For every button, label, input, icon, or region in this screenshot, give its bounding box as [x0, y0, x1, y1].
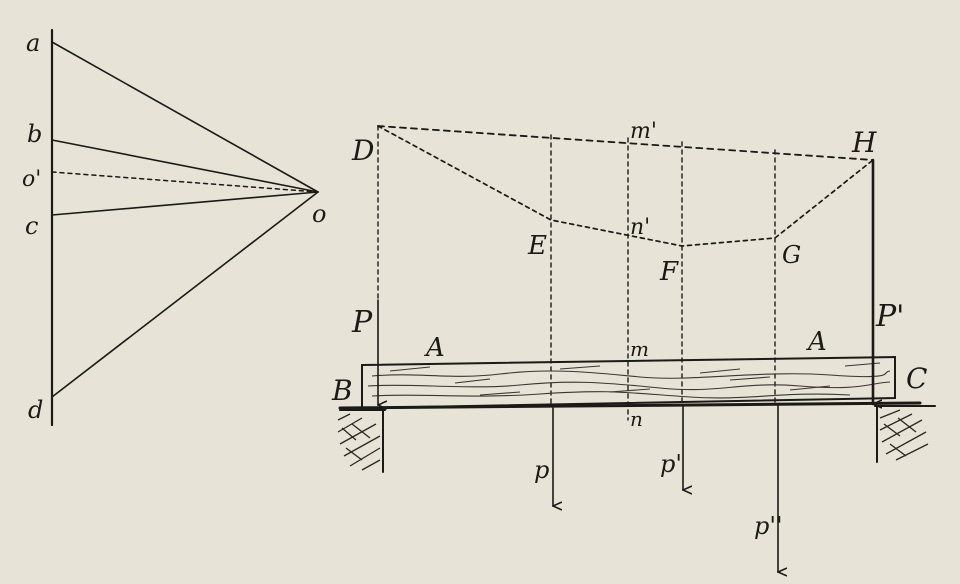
ray-a-o — [51, 41, 319, 193]
ray-c-o — [51, 191, 319, 216]
label-o-prime: o' — [22, 167, 41, 192]
label-p: p — [534, 456, 549, 484]
label-A-left: A — [424, 333, 445, 363]
reactions: P P' — [351, 158, 904, 405]
label-m-prime: m' — [630, 119, 657, 144]
label-P-prime: P' — [875, 299, 904, 334]
ray-b-o — [51, 139, 319, 193]
beam: A A m n — [338, 327, 922, 431]
beam-outline — [361, 355, 896, 410]
label-G: G — [782, 241, 801, 269]
label-P: P — [351, 305, 373, 340]
label-a: a — [26, 29, 40, 57]
label-F: F — [659, 257, 679, 287]
label-n-prime: n' — [630, 215, 650, 240]
label-H: H — [851, 126, 877, 159]
ray-o-prime-o — [51, 171, 319, 193]
label-b: b — [27, 120, 42, 148]
support-left: B — [331, 374, 386, 473]
wood-grain — [367, 362, 891, 399]
label-o: o — [312, 200, 326, 228]
beam-bottom-line — [338, 401, 922, 410]
label-D: D — [351, 134, 374, 167]
label-c: c — [25, 212, 38, 240]
closing-line — [377, 125, 874, 161]
label-n: n — [630, 407, 643, 431]
label-E: E — [527, 231, 547, 261]
label-m: m — [630, 337, 649, 361]
funicular-line — [377, 125, 874, 247]
label-C: C — [906, 362, 927, 395]
support-right: C — [874, 362, 936, 463]
label-B: B — [331, 374, 353, 407]
label-d: d — [28, 396, 43, 424]
label-A-right: A — [806, 327, 827, 357]
ray-d-o — [51, 191, 319, 398]
funicular-polygon: D H E F G m' n' — [351, 119, 877, 421]
force-polygon: a b o' c d o — [22, 28, 326, 427]
loads: p p' p'' — [534, 404, 783, 572]
label-p-double-prime: p'' — [754, 512, 783, 540]
label-p-prime: p' — [660, 450, 682, 478]
